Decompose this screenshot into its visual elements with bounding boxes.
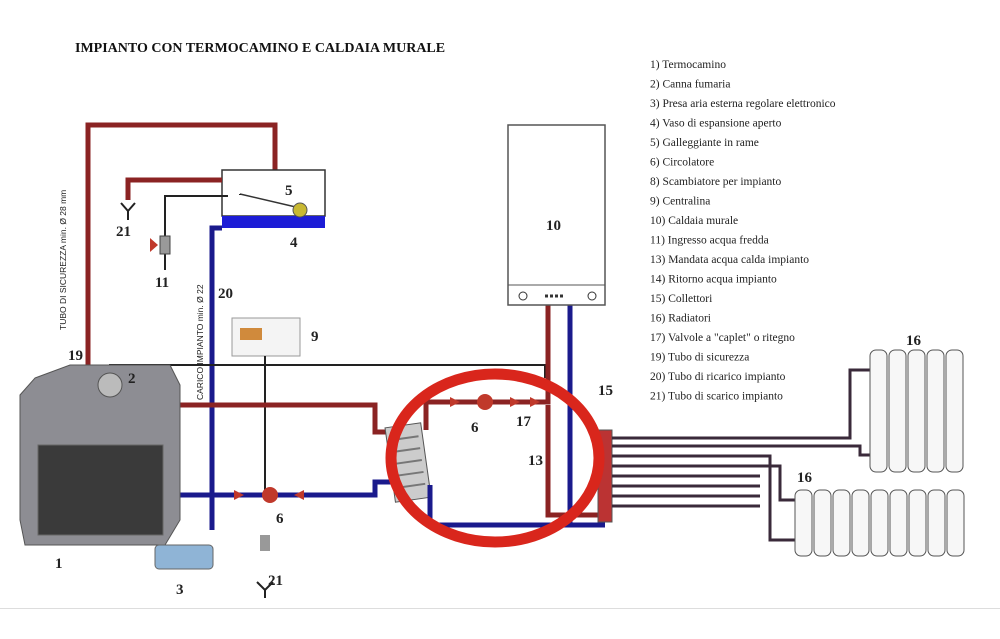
safety-pipe xyxy=(85,122,278,378)
label-10: 10 xyxy=(546,218,561,234)
radiator-element xyxy=(794,489,813,557)
legend-item: 10) Caldaia murale xyxy=(650,215,738,227)
legend-item: 6) Circolatore xyxy=(650,157,714,169)
radiator-element xyxy=(927,489,946,557)
highlight-circle xyxy=(385,368,605,548)
radiator-element xyxy=(813,489,832,557)
label-4: 4 xyxy=(290,235,298,251)
label-11: 11 xyxy=(155,275,169,291)
legend-item: 14) Ritorno acqua impianto xyxy=(650,274,777,286)
label-3: 3 xyxy=(176,582,184,598)
radiator-element xyxy=(908,489,927,557)
legend-item: 20) Tubo di ricarico impianto xyxy=(650,371,786,383)
radiator-element xyxy=(946,489,965,557)
drain-icon xyxy=(120,202,136,220)
legend-item: 13) Mandata acqua calda impianto xyxy=(650,254,809,266)
label-13: 13 xyxy=(528,453,543,469)
safety-pipe-label: TUBO DI SICUREZZA min. Ø 28 mm xyxy=(58,190,68,330)
bottom-divider xyxy=(0,608,1000,609)
radiator-element xyxy=(889,489,908,557)
radiator-pipes xyxy=(612,368,870,542)
label-19: 19 xyxy=(68,348,83,364)
radiator-top xyxy=(869,349,964,473)
overflow-pipe xyxy=(125,177,222,200)
drain-icon xyxy=(256,581,274,598)
radiator-element xyxy=(907,349,926,473)
check-valve-icon xyxy=(450,397,540,407)
label-16-top: 16 xyxy=(906,333,922,349)
legend-item: 8) Scambiatore per impianto xyxy=(650,176,782,188)
legend-item: 19) Tubo di sicurezza xyxy=(650,352,749,364)
valve-icon xyxy=(150,238,158,252)
label-16-bottom: 16 xyxy=(797,470,813,486)
label-2: 2 xyxy=(128,371,136,387)
label-5: 5 xyxy=(285,183,293,199)
label-9: 9 xyxy=(311,329,319,345)
legend-item: 4) Vaso di espansione aperto xyxy=(650,118,782,130)
label-15: 15 xyxy=(598,383,613,399)
fill-pipe-label: CARICO IMPIANTO min. Ø 22 xyxy=(195,284,205,400)
diagram-title: IMPIANTO CON TERMOCAMINO E CALDAIA MURAL… xyxy=(75,41,445,56)
label-21-bottom: 21 xyxy=(268,573,283,589)
secondary-flow-pipe xyxy=(423,305,551,430)
label-20: 20 xyxy=(218,286,233,302)
legend-item: 9) Centralina xyxy=(650,196,710,208)
fill-pipe xyxy=(209,225,222,530)
legend-item: 2) Canna fumaria xyxy=(650,79,730,91)
legend-item: 16) Radiatori xyxy=(650,313,711,325)
radiator-element xyxy=(832,489,851,557)
radiator-element xyxy=(870,489,889,557)
legend-item: 17) Valvole a "caplet" o ritegno xyxy=(650,332,795,344)
primary-flow-pipe xyxy=(160,402,392,435)
air-intake xyxy=(154,544,214,570)
legend-item: 5) Galleggiante in rame xyxy=(650,137,759,149)
legend-item: 1) Termocamino xyxy=(650,59,726,71)
radiator-element xyxy=(851,489,870,557)
legend: 1) Termocamino 2) Canna fumaria 3) Presa a… xyxy=(650,59,836,403)
legend-item: 15) Collettori xyxy=(650,293,712,305)
radiator-element xyxy=(945,349,964,473)
vessel-water xyxy=(222,216,325,228)
circulator-icon xyxy=(262,487,278,503)
label-1: 1 xyxy=(55,556,63,572)
label-21-top: 21 xyxy=(116,224,131,240)
legend-item: 11) Ingresso acqua fredda xyxy=(650,235,769,247)
radiator-element xyxy=(926,349,945,473)
label-6-right: 6 xyxy=(471,420,479,436)
expansion-vessel xyxy=(221,169,326,217)
wall-boiler xyxy=(507,124,606,306)
radiator-bottom xyxy=(794,489,965,557)
radiator-element xyxy=(869,349,888,473)
legend-item: 3) Presa aria esterna regolare elettroni… xyxy=(650,98,836,110)
label-17: 17 xyxy=(516,414,532,430)
radiator-element xyxy=(888,349,907,473)
label-6-bottom: 6 xyxy=(276,511,284,527)
float-icon xyxy=(292,202,308,218)
circulator-icon xyxy=(477,394,493,410)
legend-item: 21) Tubo di scarico impianto xyxy=(650,391,783,403)
